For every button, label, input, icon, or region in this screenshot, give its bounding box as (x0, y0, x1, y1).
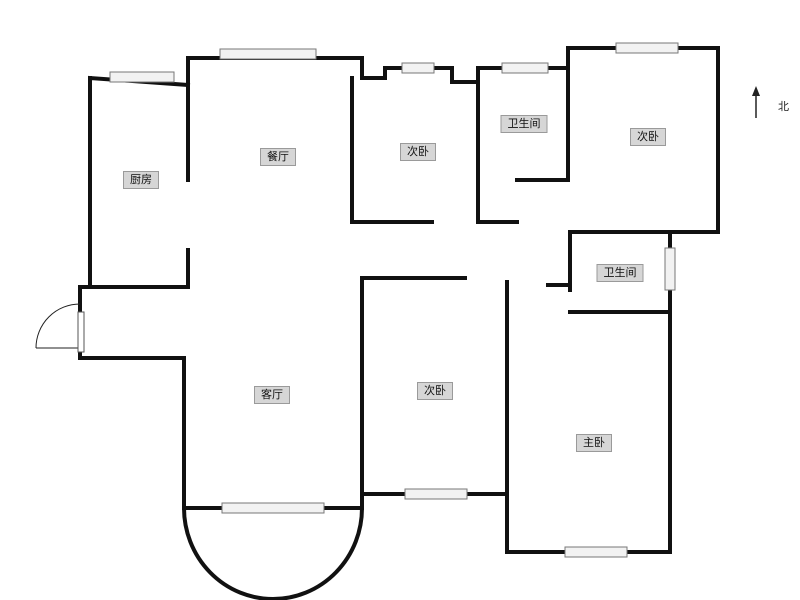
door-swing-arc (35, 303, 81, 349)
window-bedroom-top-right (615, 42, 679, 54)
room-label-living: 客厅 (254, 386, 290, 404)
window-bathroom-right (664, 247, 676, 291)
room-label-dining: 餐厅 (260, 148, 296, 166)
bathroom-top-walls (476, 46, 570, 224)
walls (78, 46, 720, 600)
bathroom-right-walls (546, 230, 672, 314)
room-label-master-bedroom: 主卧 (576, 434, 612, 452)
door-frame (77, 311, 85, 353)
window-kitchen (109, 71, 175, 83)
entry-door[interactable] (35, 303, 85, 353)
room-label-bathroom-top: 卫生间 (500, 115, 548, 133)
room-label-secondary-bedroom-top: 次卧 (400, 143, 436, 161)
bedroom-top-walls (350, 76, 434, 224)
window-living (221, 502, 325, 514)
bay-window-arc (181, 505, 365, 600)
windows (109, 42, 679, 558)
window-master (564, 546, 628, 558)
window-bedroom-middle (404, 488, 468, 500)
room-label-secondary-bedroom-middle: 次卧 (417, 382, 453, 400)
west-wall (78, 76, 186, 510)
window-bathroom-top (501, 62, 549, 74)
window-dining (219, 48, 317, 60)
room-label-secondary-bedroom-top-right: 次卧 (630, 128, 666, 146)
north-label: 北 (778, 100, 789, 113)
room-label-bathroom-right: 卫生间 (596, 264, 644, 282)
window-bedroom-top (401, 62, 435, 74)
room-label-kitchen: 厨房 (123, 171, 159, 189)
north-arrow-icon (752, 86, 760, 118)
